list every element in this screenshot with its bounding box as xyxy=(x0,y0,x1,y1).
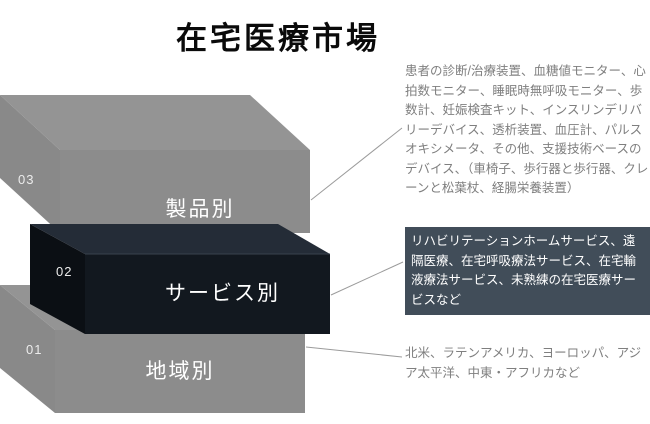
service-layer-top-face xyxy=(30,224,330,254)
service-description: リハビリテーションホームサービス、遠隔医療、在宅呼吸療法サービス、在宅輸液療法サ… xyxy=(405,227,650,315)
region-layer-label: 地域別 xyxy=(145,360,215,383)
service-layer-number: 02 xyxy=(56,264,73,279)
region-layer-front-face xyxy=(55,330,305,413)
product-layer-left-face xyxy=(0,95,60,233)
product-layer-slab xyxy=(0,95,310,233)
product-layer-label: 製品別 xyxy=(165,198,235,221)
product-layer-number: 03 xyxy=(18,172,35,187)
region-layer-left-face xyxy=(0,285,55,413)
service-layer-left-face xyxy=(30,224,85,334)
region-description: 北米、ラテンアメリカ、ヨーロッパ、アジア太平洋、中東・アフリカなど xyxy=(405,346,642,380)
product-description: 患者の診断/治療装置、血糖値モニター、心拍数モニター、睡眠時無呼吸モニター、歩数… xyxy=(405,64,649,195)
region-layer-number: 01 xyxy=(26,342,43,357)
service-layer-slab xyxy=(30,224,330,334)
service-layer-label: サービス別 xyxy=(165,282,280,305)
page-title: 在宅医療市場 xyxy=(176,21,380,56)
product-layer-top-face xyxy=(0,95,310,150)
product-layer-front-face xyxy=(60,150,310,233)
service-connector-line xyxy=(330,261,404,296)
service-layer-front-face xyxy=(85,254,330,334)
region-connector-line xyxy=(305,346,403,358)
product-connector-line xyxy=(310,127,403,201)
